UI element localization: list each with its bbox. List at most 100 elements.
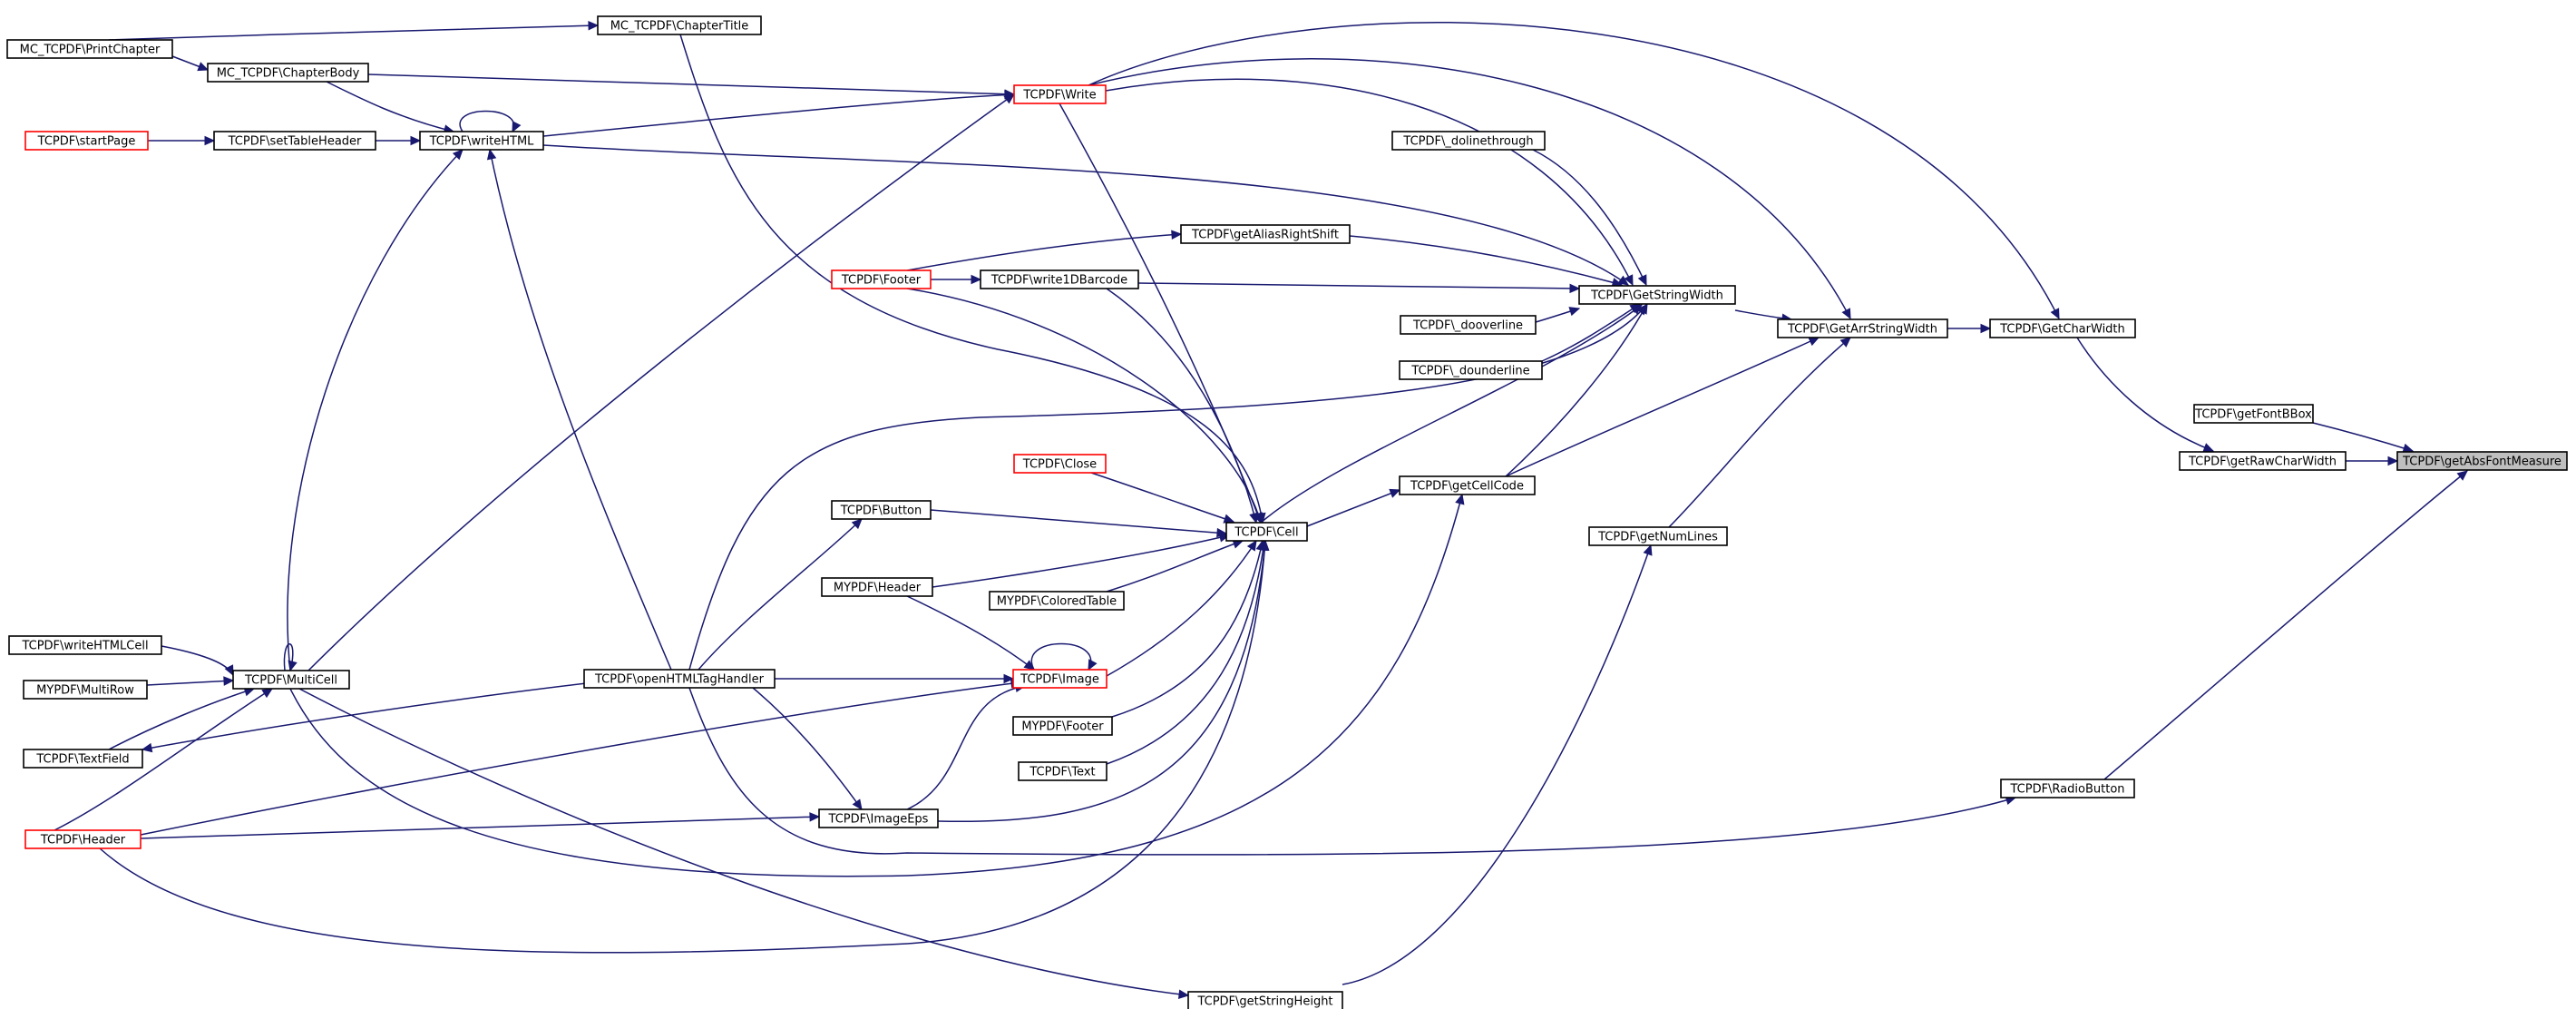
node-label: MYPDF\Header [834, 582, 922, 595]
edge-TCPDF_Header-to-Cell [99, 539, 1270, 954]
node-label: TCPDF\_dooverline [1412, 319, 1523, 333]
node-label: TCPDF\getFontBBox [2194, 408, 2312, 422]
node-PrintChapter[interactable]: MC_TCPDF\PrintChapter [6, 39, 173, 59]
node-label: TCPDF\MultiCell [244, 674, 337, 688]
node-Footer[interactable]: TCPDF\Footer [831, 269, 932, 289]
node-label: MC_TCPDF\PrintChapter [20, 44, 161, 57]
node-label: TCPDF\writeHTMLCell [21, 640, 148, 653]
node-getNumLines[interactable]: TCPDF\getNumLines [1588, 526, 1728, 546]
node-dounderline[interactable]: TCPDF\_dounderline [1399, 360, 1543, 380]
node-writeHTML[interactable]: TCPDF\writeHTML [419, 131, 544, 151]
node-label: MYPDF\Footer [1021, 720, 1104, 734]
node-Write[interactable]: TCPDF\Write [1013, 84, 1107, 104]
node-label: MC_TCPDF\ChapterBody [217, 67, 360, 81]
node-Image[interactable]: TCPDF\Image [1012, 669, 1107, 689]
node-label: TCPDF\getStringHeight [1196, 995, 1332, 1009]
node-ImageEps[interactable]: TCPDF\ImageEps [818, 808, 939, 828]
node-write1DBarcode[interactable]: TCPDF\write1DBarcode [980, 269, 1139, 289]
edge-write1DBarcode-to-Cell [1106, 288, 1259, 524]
edge-RadioButton-to-getAbsFontMeasure [2103, 470, 2468, 780]
node-openHTMLTagHandler[interactable]: TCPDF\openHTMLTagHandler [583, 669, 776, 689]
edge-dounderline-to-GetStringWidth [1541, 303, 1642, 362]
node-writeHTMLCell[interactable]: TCPDF\writeHTMLCell [8, 635, 162, 655]
node-TCPDF_Header[interactable]: TCPDF\Header [24, 829, 141, 849]
node-TextField[interactable]: TCPDF\TextField [23, 749, 143, 769]
edge-Write-to-GetCharWidth [1088, 22, 2060, 320]
edge-layer [54, 20, 2468, 999]
node-getCellCode[interactable]: TCPDF\getCellCode [1399, 475, 1536, 495]
node-label: TCPDF\GetStringWidth [1590, 289, 1723, 303]
edge-ColoredTable-to-Cell [1106, 539, 1244, 593]
edge-TextField-to-MultiCell [108, 687, 256, 750]
edge-ChapterBody-to-Write [367, 73, 1016, 99]
node-MYPDF_Header[interactable]: MYPDF\Header [821, 577, 933, 597]
node-GetArrStringWidth[interactable]: TCPDF\GetArrStringWidth [1777, 318, 1948, 338]
node-ChapterBody[interactable]: MC_TCPDF\ChapterBody [207, 63, 369, 83]
edge-ChapterTitle-to-Cell [679, 34, 1266, 524]
node-layer: TCPDF\getAbsFontMeasure TCPDF\getFontBBox… [6, 15, 2568, 1009]
node-label: MC_TCPDF\ChapterTitle [610, 20, 749, 34]
node-getAliasRightShift[interactable]: TCPDF\getAliasRightShift [1180, 224, 1351, 244]
edge-dooverline-to-GetStringWidth [1535, 307, 1581, 323]
edge-openHTMLTagHandler-to-ImageEps [752, 687, 863, 810]
node-label: TCPDF\_dounderline [1410, 365, 1529, 378]
node-Close[interactable]: TCPDF\Close [1013, 454, 1107, 474]
edge-Cell-to-GetStringWidth [1260, 304, 1643, 524]
node-label: MYPDF\ColoredTable [997, 595, 1117, 609]
node-label: TCPDF\ImageEps [828, 813, 929, 827]
edge-writeHTMLCell-to-MultiCell [161, 645, 234, 677]
node-label: TCPDF\TextField [35, 753, 129, 767]
node-GetStringWidth[interactable]: TCPDF\GetStringWidth [1578, 285, 1736, 305]
node-startPage[interactable]: TCPDF\startPage [24, 131, 149, 151]
node-RadioButton[interactable]: TCPDF\RadioButton [2000, 779, 2135, 798]
node-MultiRow[interactable]: MYPDF\MultiRow [23, 680, 148, 700]
edge-getRawCharWidth-to-getAbsFontMeasure [2346, 456, 2399, 466]
edge-GetCharWidth-to-getRawCharWidth [2076, 337, 2215, 453]
node-MultiCell[interactable]: TCPDF\MultiCell [232, 670, 350, 690]
node-MYPDF_Footer[interactable]: MYPDF\Footer [1012, 716, 1113, 736]
edge-openHTMLTagHandler-to-RadioButton [688, 687, 2017, 856]
edge-MultiRow-to-MultiCell [146, 676, 235, 686]
edge-Footer-to-getAliasRightShift [906, 230, 1183, 271]
edge-MultiCell-to-MultiCell [283, 643, 298, 672]
node-Cell[interactable]: TCPDF\Cell [1225, 522, 1308, 542]
node-label: TCPDF\Cell [1234, 526, 1298, 540]
edge-Close-to-Cell [1090, 472, 1235, 524]
node-label: TCPDF\GetArrStringWidth [1787, 323, 1937, 337]
edge-Image-to-Image [1030, 642, 1098, 671]
edge-Write-to-GetArrStringWidth [1088, 58, 1851, 320]
node-Text[interactable]: TCPDF\Text [1018, 761, 1107, 781]
node-label: TCPDF\writeHTML [429, 135, 535, 149]
node-GetCharWidth[interactable]: TCPDF\GetCharWidth [1989, 318, 2136, 338]
node-dolinethrough[interactable]: TCPDF\_dolinethrough [1391, 131, 1546, 151]
node-label: MYPDF\MultiRow [36, 684, 134, 698]
node-ChapterTitle[interactable]: MC_TCPDF\ChapterTitle [597, 15, 762, 35]
edge-ChapterBody-to-writeHTML [326, 81, 455, 134]
node-label: TCPDF\Footer [841, 274, 922, 288]
edge-openHTMLTagHandler-to-writeHTML [486, 148, 672, 671]
edge-setTableHeader-to-writeHTML [376, 135, 422, 146]
edge-MYPDF_Header-to-Cell [932, 533, 1231, 588]
node-ColoredTable[interactable]: MYPDF\ColoredTable [989, 591, 1125, 611]
node-label: TCPDF\Button [840, 504, 922, 518]
node-label: TCPDF\getCellCode [1410, 480, 1524, 494]
edge-PrintChapter-to-ChapterTitle [108, 20, 600, 41]
node-label: TCPDF\getNumLines [1597, 531, 1718, 544]
node-getStringHeight[interactable]: TCPDF\getStringHeight [1187, 991, 1343, 1009]
edge-MultiCell-to-writeHTML [287, 149, 463, 671]
node-Button[interactable]: TCPDF\Button [831, 500, 932, 520]
edge-Cell-to-getCellCode [1306, 488, 1401, 527]
node-label: TCPDF\setTableHeader [228, 135, 362, 149]
node-getAbsFontMeasure: TCPDF\getAbsFontMeasure [2396, 451, 2568, 471]
edge-getAliasRightShift-to-GetStringWidth [1349, 235, 1624, 288]
node-label: TCPDF\_dolinethrough [1402, 135, 1533, 149]
node-label: TCPDF\startPage [37, 135, 136, 149]
node-dooverline[interactable]: TCPDF\_dooverline [1400, 315, 1537, 335]
node-label: TCPDF\Close [1022, 458, 1097, 472]
node-getRawCharWidth[interactable]: TCPDF\getRawCharWidth [2179, 451, 2347, 471]
edge-writeHTML-to-GetStringWidth [542, 144, 1629, 286]
edge-getNumLines-to-GetArrStringWidth [1668, 337, 1851, 528]
node-getFontBBox[interactable]: TCPDF\getFontBBox [2193, 404, 2314, 424]
node-setTableHeader[interactable]: TCPDF\setTableHeader [213, 131, 376, 151]
